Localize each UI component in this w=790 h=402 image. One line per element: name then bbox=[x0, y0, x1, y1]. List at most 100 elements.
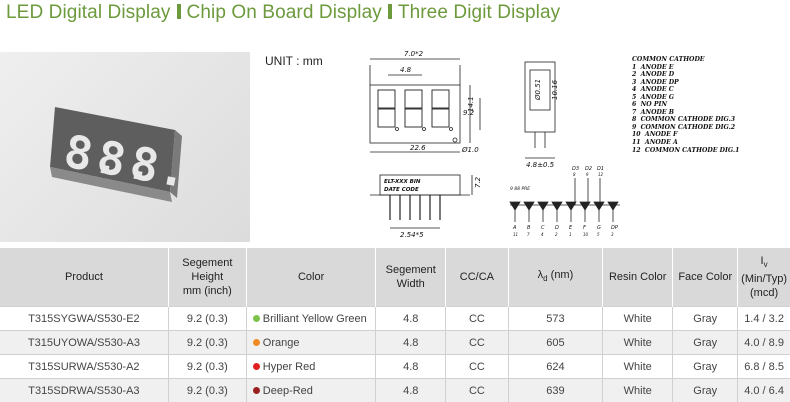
circuit-pin-number: 3 bbox=[611, 232, 614, 237]
cell-color: Brilliant Yellow Green bbox=[246, 307, 376, 331]
circuit-segment-label: E bbox=[569, 225, 573, 231]
display-illustration: 8. 8. 8. bbox=[0, 52, 250, 242]
cell-product: T315UYOWA/S530-A3 bbox=[0, 331, 168, 355]
pin-list-item: 8 COMMON CATHODE DIG.3 bbox=[632, 116, 739, 124]
pin-list-item: 4 ANODE C bbox=[632, 86, 739, 94]
pin-list-item: 12 COMMON CATHODE DIG.1 bbox=[632, 147, 739, 155]
cell-product: T315SURWA/S530-A2 bbox=[0, 355, 168, 379]
circuit-segment-label: G bbox=[597, 225, 601, 231]
pin-list-item: 7 ANODE B bbox=[632, 109, 739, 117]
circuit-segment-label: DP bbox=[611, 225, 618, 231]
side-dim-1: Ø0.51 bbox=[534, 79, 542, 101]
cell-resin-color: White bbox=[603, 331, 673, 355]
cell-face-color: Gray bbox=[673, 331, 738, 355]
label-line-1: ELT-XXX BIN bbox=[384, 179, 421, 185]
dim-side-height: 7.2 bbox=[474, 176, 482, 188]
pin-list-item: 2 ANODE D bbox=[632, 71, 739, 79]
cell-iv: 1.4 / 3.2 bbox=[738, 307, 790, 331]
cell-cc-ca: CC bbox=[446, 355, 509, 379]
cell-resin-color: White bbox=[603, 355, 673, 379]
color-swatch-icon bbox=[253, 363, 260, 370]
pin-list-item: 9 COMMON CATHODE DIG.2 bbox=[632, 124, 739, 132]
cell-width: 4.8 bbox=[376, 307, 446, 331]
pin-list-item: 6 NO PIN bbox=[632, 101, 739, 109]
circuit-segment-label: C bbox=[541, 225, 545, 231]
pin-list-item: 5 ANODE G bbox=[632, 94, 739, 102]
cell-color: Deep-Red bbox=[246, 379, 376, 402]
circuit-pin-number: 11 bbox=[513, 232, 518, 237]
circuit-digit-pin: 12 bbox=[598, 172, 604, 177]
color-name: Orange bbox=[263, 337, 300, 349]
circuit-pin-number: 5 bbox=[597, 232, 600, 237]
product-photo: 8. 8. 8. bbox=[0, 52, 250, 242]
page-title: LED Digital Display Chip On Board Display… bbox=[6, 2, 560, 24]
color-name: Hyper Red bbox=[263, 361, 316, 373]
header-iv: Iv(Min/Typ)(mcd) bbox=[738, 248, 790, 307]
cell-product: T315SYGWA/S530-E2 bbox=[0, 307, 168, 331]
cell-width: 4.8 bbox=[376, 355, 446, 379]
cell-wavelength: 573 bbox=[508, 307, 602, 331]
cell-face-color: Gray bbox=[673, 379, 738, 402]
circuit-segment-label: A bbox=[512, 225, 517, 231]
circuit-pin-number: 10 bbox=[583, 232, 589, 237]
dim-pin-pitch: 2.54*5 bbox=[400, 231, 424, 239]
cell-product: T315SDRWA/S530-A3 bbox=[0, 379, 168, 402]
circuit-pin-number: 4 bbox=[541, 232, 544, 237]
cell-height: 9.2 (0.3) bbox=[168, 355, 246, 379]
cell-height: 9.2 (0.3) bbox=[168, 331, 246, 355]
title-part-2: Chip On Board Display bbox=[187, 2, 382, 23]
cell-face-color: Gray bbox=[673, 307, 738, 331]
cell-wavelength: 605 bbox=[508, 331, 602, 355]
cell-iv: 6.8 / 8.5 bbox=[738, 355, 790, 379]
title-separator bbox=[177, 4, 181, 19]
header-face-color: Face Color bbox=[673, 248, 738, 307]
circuit-digit-pin: 8 bbox=[573, 172, 576, 177]
cell-height: 9.2 (0.3) bbox=[168, 379, 246, 402]
dim-pitch: 4.8 bbox=[400, 66, 412, 74]
cell-wavelength: 624 bbox=[508, 355, 602, 379]
cell-resin-color: White bbox=[603, 379, 673, 402]
label-line-2: DATE CODE bbox=[384, 187, 419, 193]
color-name: Brilliant Yellow Green bbox=[263, 313, 367, 325]
color-swatch-icon bbox=[253, 387, 260, 394]
color-name: Deep-Red bbox=[263, 385, 313, 397]
dim-hole: Ø1.0 bbox=[461, 146, 479, 154]
pin-list-item: 1 ANODE E bbox=[632, 64, 739, 72]
cell-face-color: Gray bbox=[673, 355, 738, 379]
circuit-pin-number: 2 bbox=[555, 232, 558, 237]
title-separator bbox=[388, 4, 392, 19]
header-wavelength: λd (nm) bbox=[508, 248, 602, 307]
cell-resin-color: White bbox=[603, 307, 673, 331]
svg-text:8.: 8. bbox=[131, 135, 186, 198]
color-swatch-icon bbox=[253, 315, 260, 322]
circuit-segment-label: F bbox=[583, 225, 586, 231]
circuit-digit-pin: 9 bbox=[586, 172, 589, 177]
title-part-3: Three Digit Display bbox=[398, 2, 560, 23]
dim-height: 14.1 bbox=[467, 96, 475, 112]
cell-wavelength: 639 bbox=[508, 379, 602, 402]
cell-color: Hyper Red bbox=[246, 355, 376, 379]
circuit-segment-label: B bbox=[527, 225, 531, 231]
header-cc-ca: CC/CA bbox=[446, 248, 509, 307]
header-product: Product bbox=[0, 248, 168, 307]
cell-cc-ca: CC bbox=[446, 331, 509, 355]
cell-width: 4.8 bbox=[376, 379, 446, 402]
cell-height: 9.2 (0.3) bbox=[168, 307, 246, 331]
pin-list-title: COMMON CATHODE bbox=[632, 56, 739, 64]
cell-cc-ca: CC bbox=[446, 307, 509, 331]
cell-cc-ca: CC bbox=[446, 379, 509, 402]
dim-width-top: 7.0*2 bbox=[404, 50, 424, 58]
header-resin-color: Resin Color bbox=[603, 248, 673, 307]
cell-width: 4.8 bbox=[376, 331, 446, 355]
title-part-1: LED Digital Display bbox=[6, 2, 171, 23]
circuit-pin-number: 1 bbox=[569, 232, 572, 237]
side-dim-bottom: 4.8±0.5 bbox=[526, 161, 555, 169]
technical-drawing: 7.0*2 4.8 9.2 14.1 22.6 Ø1.0 Ø0.51 10.16… bbox=[360, 40, 630, 245]
